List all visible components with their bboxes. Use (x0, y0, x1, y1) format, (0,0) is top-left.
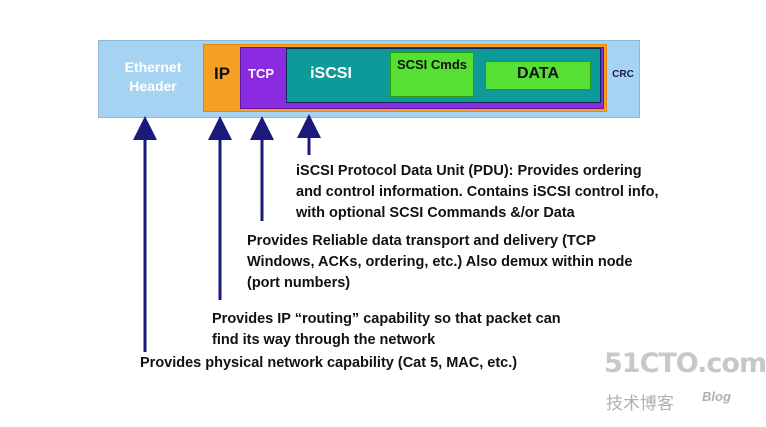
data-label: DATA (516, 65, 560, 82)
iscsi-label: iSCSI (310, 65, 352, 82)
ip-description-line: find its way through the network (212, 332, 436, 348)
pdu-description-line: and control information. Contains iSCSI … (296, 184, 659, 200)
tcp-description-line: (port numbers) (247, 275, 351, 291)
ethernet-description: Provides physical network capability (Ca… (140, 353, 517, 374)
watermark-chinese: 技术博客 (606, 394, 674, 414)
tcp-label: TCP (248, 66, 274, 81)
pointer-arrows (133, 114, 321, 352)
watermark-site: 51CTO.com (604, 348, 766, 379)
scsi-cmds-box (390, 52, 474, 97)
ip-label: IP (213, 64, 231, 83)
crc-label: CRC (612, 69, 634, 80)
pdu-description-line: iSCSI Protocol Data Unit (PDU): Provides… (296, 163, 642, 179)
pdu-description: iSCSI Protocol Data Unit (PDU): Provides… (296, 161, 659, 224)
ethernet-description-line: Provides physical network capability (Ca… (140, 355, 518, 371)
ethernet-header-label: Ethernet Header (124, 59, 182, 94)
data-box (485, 61, 591, 90)
tcp-description: Provides Reliable data transport and del… (247, 231, 632, 294)
pdu-description-line: with optional SCSI Commands &/or Data (296, 205, 575, 221)
watermark-blog: Blog (702, 389, 731, 404)
tcp-description-line: Windows, ACKs, ordering, etc.) Also demu… (247, 254, 633, 270)
ip-description: Provides IP “routing” capability so that… (212, 309, 561, 351)
tcp-description-line: Provides Reliable data transport and del… (247, 233, 596, 249)
scsi-cmds-label: SCSI Cmds (396, 57, 468, 72)
ip-description-line: Provides IP “routing” capability so that… (212, 311, 561, 327)
